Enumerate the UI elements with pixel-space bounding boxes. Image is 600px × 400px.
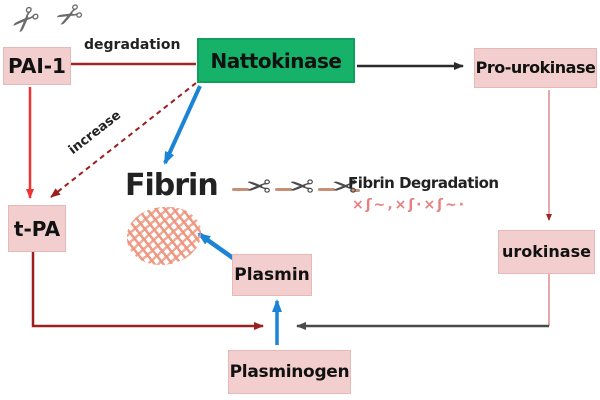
node-plasmin-label: Plasmin: [234, 264, 310, 285]
scissors-icon: ✂: [289, 170, 315, 205]
node-pro-urokinase-label: Pro-urokinase: [475, 58, 596, 77]
edge-label-degradation: degradation: [84, 37, 181, 53]
node-nattokinase-label: Nattokinase: [210, 48, 342, 73]
node-pro-urokinase: Pro-urokinase: [474, 48, 597, 88]
fibrin-degradation-label: Fibrin Degradation: [348, 174, 499, 192]
scissors-icon: ✂: [48, 0, 91, 40]
node-nattokinase: Nattokinase: [197, 38, 355, 83]
fibrin-fragments: ×ʃ~‚×ʃ·×ʃ~·: [352, 197, 467, 213]
node-tpa-label: t-PA: [13, 216, 61, 241]
fibrin-strand: [350, 189, 360, 192]
arrow-nattokinase-to-fibrin: [163, 85, 202, 165]
node-pai1: PAI-1: [3, 47, 71, 85]
node-plasmin: Plasmin: [232, 254, 312, 296]
fibrin-strand: [318, 188, 335, 191]
scissors-icon: ✂: [2, 0, 51, 46]
fibrin-label: Fibrin: [125, 168, 219, 203]
edge-label-increase: increase: [66, 107, 125, 158]
node-tpa: t-PA: [8, 205, 66, 252]
node-plasminogen-label: Plasminogen: [229, 361, 350, 382]
scissors-icon: ✂: [246, 170, 272, 205]
fibrin-mesh: [127, 207, 201, 265]
node-plasminogen: Plasminogen: [228, 350, 351, 394]
fibrin-strand: [275, 188, 292, 191]
node-urokinase: urokinase: [498, 230, 595, 274]
node-urokinase-label: urokinase: [502, 242, 591, 261]
node-pai1-label: PAI-1: [8, 54, 66, 78]
fibrin-strand: [232, 188, 249, 191]
